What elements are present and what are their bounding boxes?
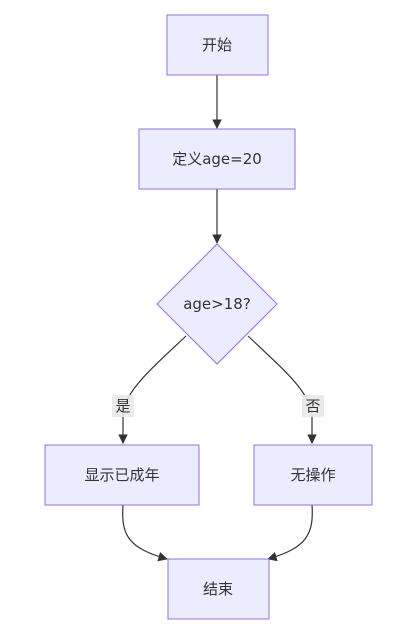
node-adult-label: 显示已成年	[84, 466, 159, 484]
edge-decision-to-adult	[118, 335, 187, 444]
edge-label-yes-text: 是	[115, 397, 130, 415]
node-decision-label: age>18?	[183, 295, 251, 313]
node-end: 结束	[167, 558, 270, 620]
edge-decision-to-noop	[247, 335, 317, 444]
edge-adult-to-end	[122, 504, 168, 562]
node-start-label: 开始	[202, 36, 232, 54]
edge-label-yes: 是	[112, 395, 134, 417]
node-adult: 显示已成年	[44, 444, 200, 506]
node-decision: age>18?	[156, 243, 278, 365]
edge-noop-to-end	[267, 504, 313, 562]
node-noop: 无操作	[253, 444, 373, 506]
node-noop-label: 无操作	[290, 466, 335, 484]
node-start: 开始	[166, 14, 269, 76]
edge-label-no: 否	[302, 395, 324, 417]
node-define-label: 定义age=20	[172, 150, 262, 168]
node-define: 定义age=20	[138, 128, 296, 190]
node-end-label: 结束	[203, 580, 233, 598]
edge-label-no-text: 否	[305, 397, 320, 415]
